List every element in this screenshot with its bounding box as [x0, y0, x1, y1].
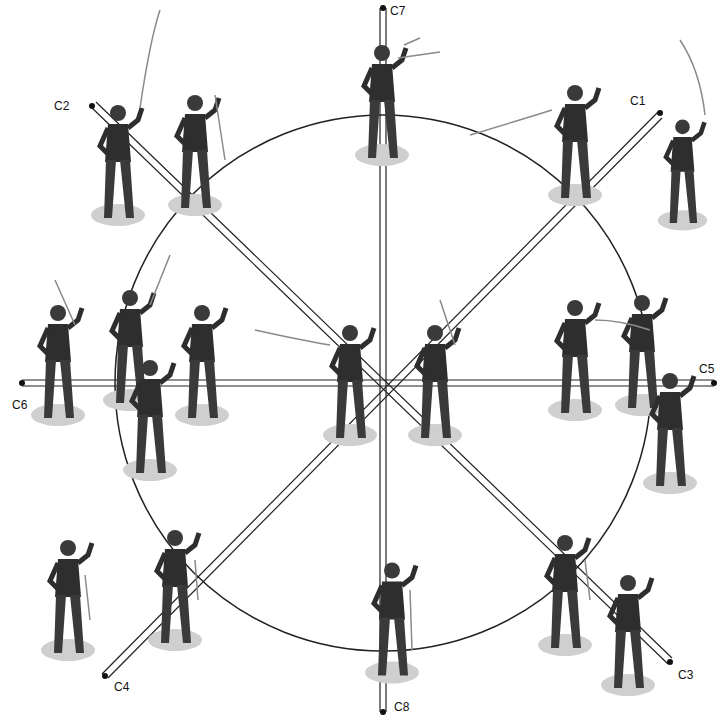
- callout-number: C2: [52, 99, 71, 113]
- callout-number: C1: [628, 94, 647, 108]
- callout-number: C5: [697, 362, 716, 376]
- sabres: [55, 10, 705, 650]
- callout-number: C8: [392, 700, 411, 714]
- callout-number: C7: [388, 4, 407, 18]
- fencer-figures: [31, 45, 707, 696]
- callout-number: C4: [112, 680, 131, 694]
- callout-number: C6: [10, 398, 29, 412]
- callout-number: C3: [676, 668, 695, 682]
